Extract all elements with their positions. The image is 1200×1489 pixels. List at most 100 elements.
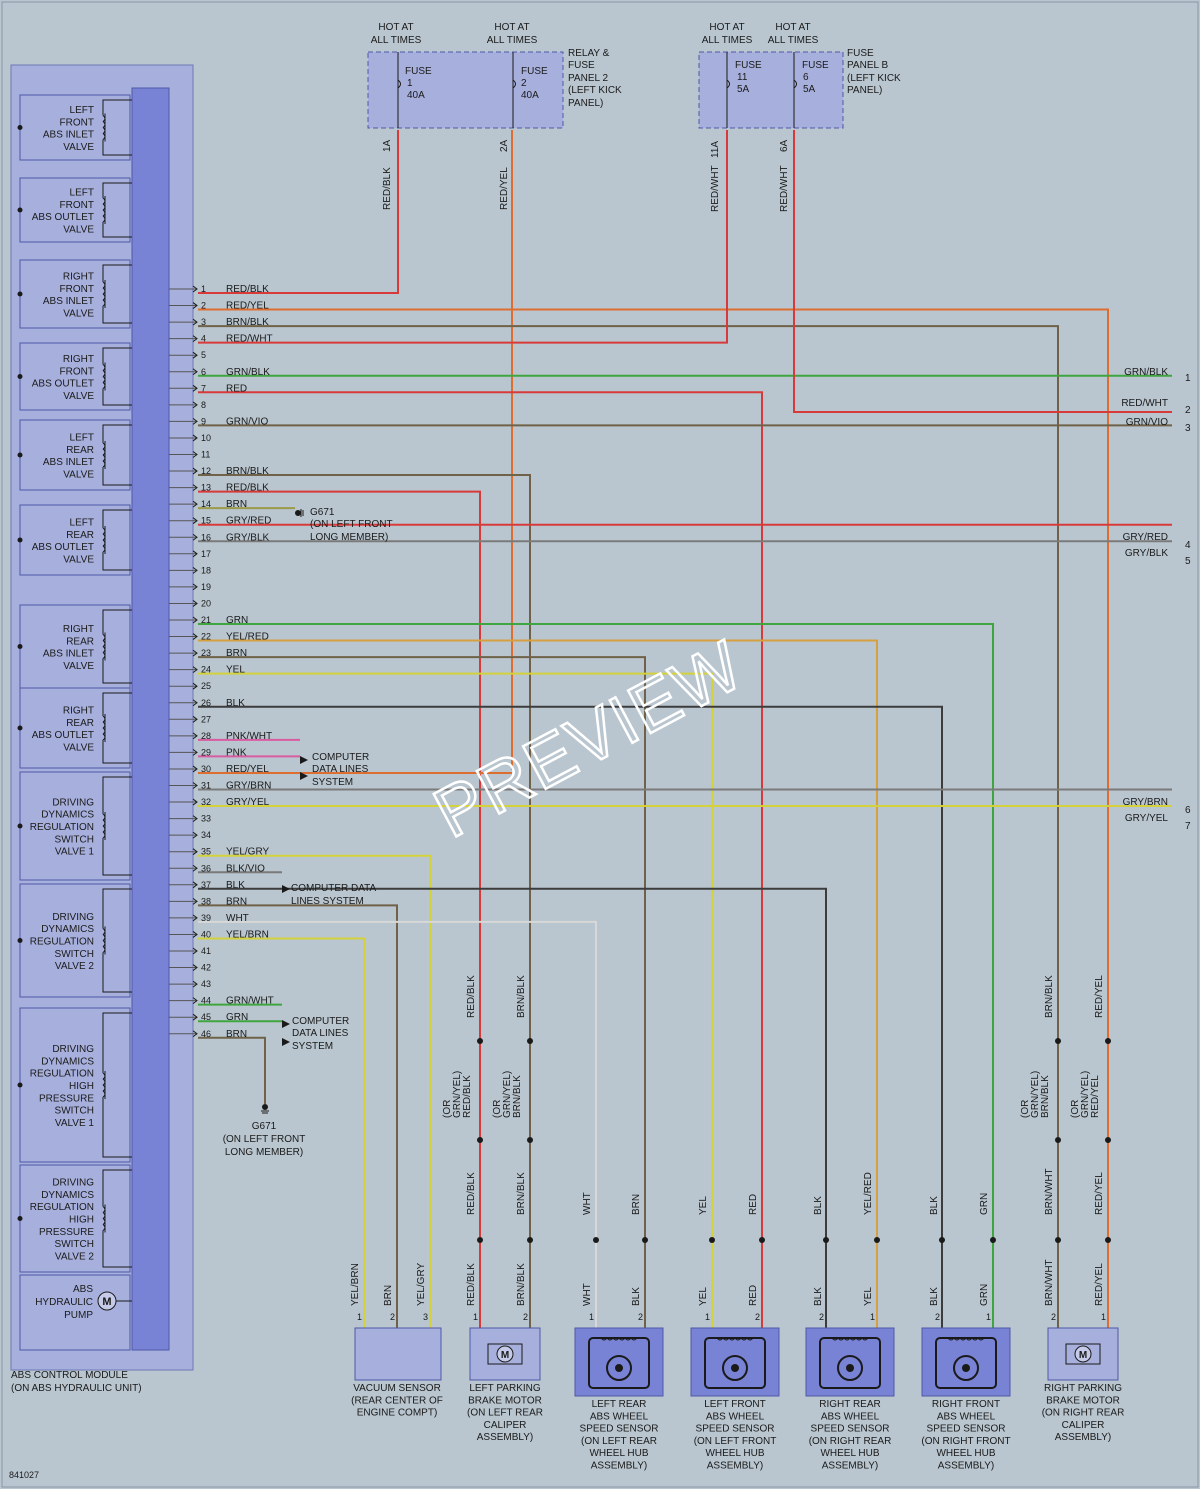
exit-wire-label: GRN/VIO — [1126, 417, 1168, 428]
wire-pin40-yel-brn — [198, 937, 365, 1330]
pin-number: 5 — [201, 350, 206, 360]
pin-wire-color: GRY/BLK — [226, 532, 269, 543]
hot-label: HOT AT — [775, 22, 810, 33]
valve-label-line: LEFT — [70, 518, 94, 529]
pin-wire-color: RED/YEL — [226, 764, 269, 775]
wire-label: RED — [748, 1194, 759, 1215]
wire-label: BRN/WHT — [1044, 1259, 1055, 1306]
wire-pin23-brn — [198, 656, 646, 1330]
valve-label-line: REAR — [66, 445, 94, 456]
wire-label: RED/BLK — [466, 975, 477, 1018]
pin-number: 3 — [201, 317, 206, 327]
wire-label: BRN/BLK — [1044, 975, 1055, 1018]
splice-dot — [874, 1237, 880, 1243]
pin-terminal — [192, 699, 198, 707]
wire-harness — [198, 130, 1172, 1330]
pin-number: 44 — [201, 996, 211, 1006]
valve-label-line: DYNAMICS — [41, 1056, 94, 1067]
splice-dot — [1105, 1237, 1111, 1243]
valve-label-line: VALVE 1 — [55, 1118, 95, 1129]
exit-wire-label: GRY/BRN — [1123, 797, 1168, 808]
pin-wire-color: GRY/RED — [226, 516, 271, 527]
component-pin-number: 2 — [935, 1312, 940, 1322]
valve-label-line: HIGH — [69, 1081, 94, 1092]
wire-fuse6-red-wht — [793, 130, 1172, 413]
valve-label-line: ABS OUTLET — [32, 542, 94, 553]
pin-number: 39 — [201, 913, 211, 923]
component-label-line: BRAKE MOTOR — [468, 1395, 542, 1406]
pin-number: 13 — [201, 483, 211, 493]
fuse-feed-pin: 6A — [779, 139, 790, 152]
splice-dot — [527, 1237, 533, 1243]
pin-wire-color: YEL/GRY — [226, 847, 269, 858]
pin-terminal — [192, 285, 198, 293]
pin-number: 18 — [201, 565, 211, 575]
valve-label-line: DRIVING — [52, 1178, 94, 1189]
component-pin-number: 2 — [523, 1312, 528, 1322]
wire-pin37-blk — [198, 887, 827, 1330]
exit-number: 5 — [1185, 556, 1191, 567]
valve-label-line: LEFT — [70, 433, 94, 444]
pin-wire-color: BLK — [226, 698, 245, 709]
component-label-line: LEFT REAR — [592, 1399, 647, 1410]
pin-wire-color: GRY/YEL — [226, 797, 270, 808]
splice-dot — [709, 1237, 715, 1243]
component-label-line: BRAKE MOTOR — [1046, 1395, 1120, 1406]
wire-label: RED/YEL — [1094, 1263, 1105, 1306]
pin-terminal — [192, 782, 198, 789]
alt-wire-label: (OR — [1020, 1100, 1031, 1118]
pin-number: 19 — [201, 582, 211, 592]
valve-label-line: FRONT — [60, 284, 94, 295]
wire-pin24-yel — [198, 672, 713, 1330]
pin-terminal — [192, 1013, 198, 1021]
pin-number: 30 — [201, 764, 211, 774]
valve-label-line: DYNAMICS — [41, 924, 94, 935]
wire-label: BRN — [383, 1285, 394, 1306]
pin-terminal — [192, 335, 198, 343]
pin-number: 25 — [201, 681, 211, 691]
component-label-line: ABS WHEEL — [937, 1411, 996, 1422]
wire-label: BRN/BLK — [516, 1172, 527, 1215]
component-label-line: ASSEMBLY) — [822, 1461, 879, 1472]
pump-label-line: ABS — [73, 1284, 93, 1295]
wire-label: RED/BLK — [466, 1263, 477, 1306]
wire-label: YEL — [698, 1196, 709, 1215]
pin-number: 45 — [201, 1012, 211, 1022]
component-label-line: SPEED SENSOR — [696, 1424, 775, 1435]
valve-label-line: VALVE — [63, 661, 94, 672]
pin-number: 28 — [201, 731, 211, 741]
pin-terminal — [192, 401, 198, 409]
pin-terminal — [192, 666, 198, 674]
pin-terminal — [192, 384, 198, 392]
pin-wire-color: YEL/RED — [226, 632, 269, 643]
component-label-line: RIGHT PARKING — [1044, 1383, 1122, 1394]
valve-label-line: ABS OUTLET — [32, 379, 94, 390]
component-label-line: VACUUM SENSOR — [353, 1383, 441, 1394]
pin-terminal — [192, 980, 198, 988]
alt-wire-label: BRN/BLK — [1040, 1075, 1051, 1118]
wire-pin38-brn — [198, 904, 398, 1330]
valve-label-line: ABS INLET — [43, 130, 94, 141]
pin-wire-color: BLK/VIO — [226, 863, 265, 874]
pin-number: 12 — [201, 466, 211, 476]
exit-number: 4 — [1185, 540, 1191, 551]
component-label-line: (ON LEFT REAR — [467, 1408, 543, 1419]
pin-wire-color: BRN — [226, 896, 247, 907]
hot-label: HOT AT — [378, 22, 413, 33]
pin-number: 35 — [201, 847, 211, 857]
component-label-line: RIGHT REAR — [819, 1399, 881, 1410]
pin-terminal — [192, 931, 198, 938]
wire-pin26-blk — [198, 705, 943, 1330]
